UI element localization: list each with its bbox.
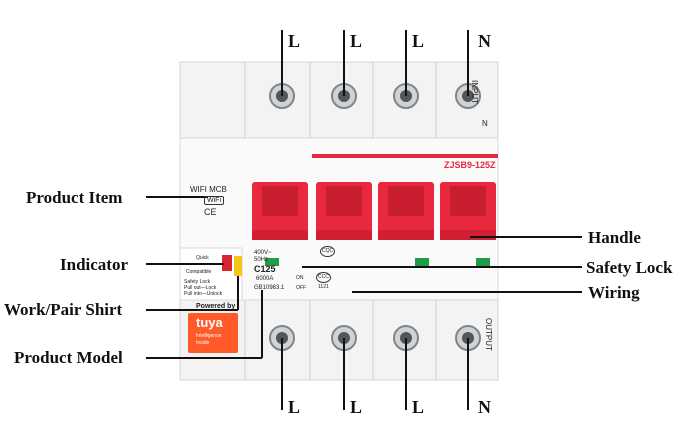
handle-4 [440,182,496,240]
handle-1 [252,182,308,240]
callout-wiring: Wiring [588,283,640,302]
input-label: INPUT [470,80,479,104]
callout-product-model: Product Model [14,348,123,367]
quick-label: Quick [196,255,209,261]
callout-indicator: Indicator [60,255,128,274]
breaking-capacity: 6000A [256,276,274,282]
terminal-label-top-1: L [288,31,301,51]
terminal-label-bottom-1: L [288,397,301,417]
indicator-led [222,255,232,271]
terminal-label-bottom-2: L [350,397,363,417]
wiring-indicator-1 [265,258,279,266]
callout-safety-lock: Safety Lock [586,258,673,277]
tuya-brand: tuya [196,315,223,330]
model-code-label: ZJSB9-125Z [444,160,496,170]
ccc-mark: CCC [316,272,331,283]
standard-label: GB10963.1 [254,285,285,291]
model-label: C125 [254,264,276,274]
powered-by-label: Powered by [196,303,236,310]
ce-mark: CE [204,207,217,217]
callout-handle: Handle [588,228,641,247]
lock-line-2: Pull out—Lock [184,285,217,291]
terminal-label-top-2: L [350,31,363,51]
terminal-label-top-4: N [478,31,491,51]
cqc-mark: CQC [320,246,336,257]
output-label: OUTPUT [484,318,493,351]
wiring-indicator-3 [476,258,490,266]
terminal-label-bottom-4: N [478,397,491,417]
wifi-mcb-label: WIFI MCB [190,185,227,194]
tuya-logo-block [188,313,238,353]
ccc-number: 1121 [318,284,329,290]
off-label: OFF [296,285,306,291]
rating-voltage-1: 400V~ [254,250,272,256]
compatible-label: Compatible [186,269,212,275]
on-label: ON [296,275,304,281]
wiring-indicator-2 [415,258,429,266]
callout-work-pair-shirt: Work/Pair Shirt [4,300,123,319]
terminal-label-bottom-3: L [412,397,425,417]
red-stripe [312,154,498,158]
control-module-panel [179,247,243,301]
terminal-label-top-3: L [412,31,425,51]
callout-product-item: Product Item [26,188,123,207]
lock-line-3: Pull into—Unlock [184,291,223,297]
tuya-sub-1: Intelligence [196,333,222,339]
rating-voltage-2: 50Hz [254,257,269,263]
handle-2 [316,182,372,240]
wifi-badge: WiFi [204,196,224,205]
lock-line-1: Safety Lock [184,279,211,285]
tuya-sub-2: Inside [196,340,210,346]
work-pair-switch [234,256,242,276]
input-n-label: N [482,119,488,128]
handle-3 [378,182,434,240]
